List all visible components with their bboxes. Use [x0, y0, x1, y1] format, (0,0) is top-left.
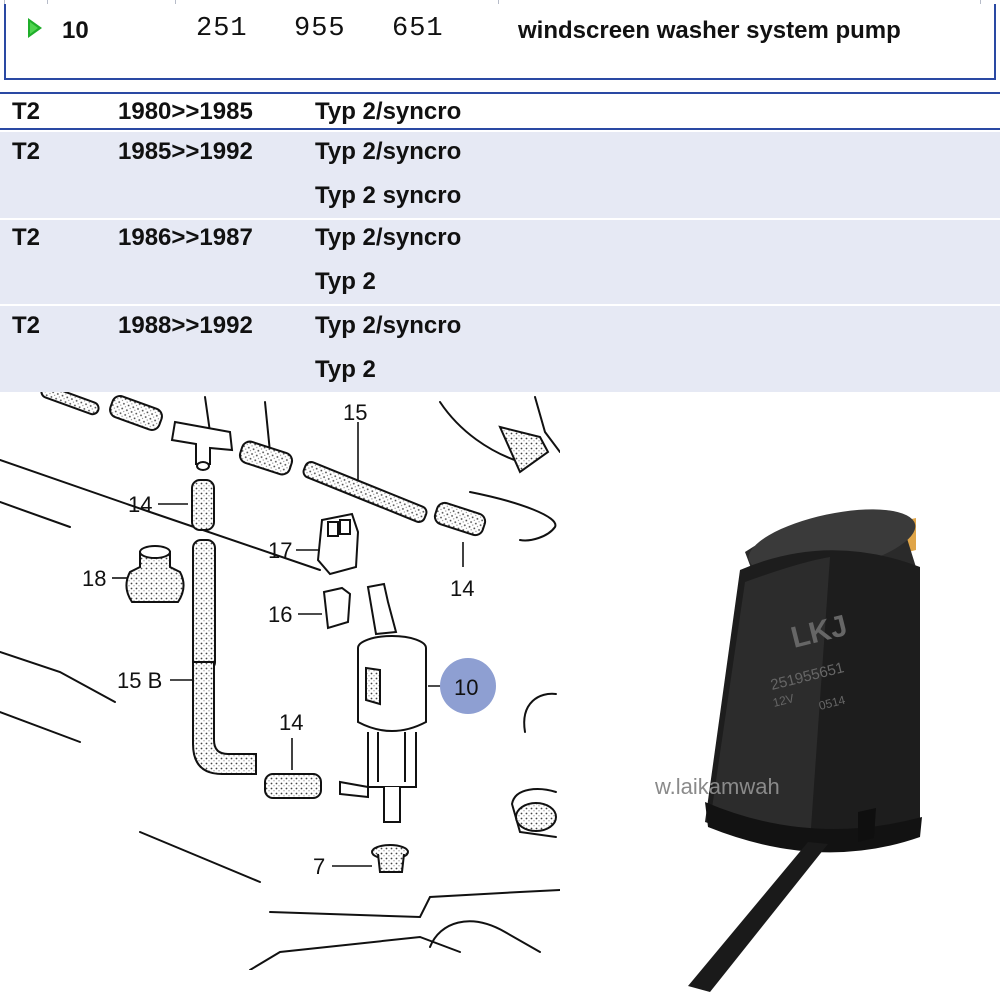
part-description: windscreen washer system pump: [518, 17, 901, 44]
applications-table: T2 1980>>1985 Typ 2/syncro T2 1985>>1992…: [0, 92, 1000, 392]
type-cell: Typ 2/syncro: [315, 98, 462, 125]
printed-code: 0514: [817, 693, 847, 713]
plug-part-16: [322, 586, 352, 630]
grommet-part-7: [371, 844, 409, 873]
watermark-text: w.laikamwah: [654, 774, 780, 799]
callout-label: 14: [279, 710, 303, 735]
callout-label: 15: [343, 400, 367, 425]
row-divider: [0, 304, 1000, 306]
pump-body: [688, 509, 922, 992]
type-cell: Typ 2/syncro: [315, 224, 462, 251]
washer-fitting: [498, 425, 557, 832]
callout-label: 7: [313, 854, 325, 879]
callout-label: 10: [454, 675, 478, 700]
years-cell: 1980>>1985: [118, 98, 253, 125]
printed-voltage: 12V: [771, 691, 795, 710]
connector-part-17: [316, 512, 360, 576]
application-row[interactable]: T2 1988>>1992 Typ 2/syncro Typ 2: [0, 306, 1000, 392]
model-cell: T2: [12, 224, 41, 251]
application-row[interactable]: T2 1985>>1992 Typ 2/syncro Typ 2 syncro: [0, 132, 1000, 218]
type-cell: Typ 2/syncro: [315, 312, 462, 339]
years-cell: 1985>>1992: [118, 138, 253, 165]
row-divider: [0, 218, 1000, 220]
part-row[interactable]: 10 251 955 651 windscreen washer system …: [4, 4, 996, 80]
callout-label: 14: [128, 492, 152, 517]
part-number: 251 955 651: [196, 14, 444, 44]
hoses: [40, 392, 487, 799]
type-cell: Typ 2: [315, 268, 376, 295]
t-connector: [170, 420, 234, 471]
callout-label: 15 B: [117, 668, 162, 693]
application-row[interactable]: T2 1986>>1987 Typ 2/syncro Typ 2: [0, 220, 1000, 304]
part-header: 10 251 955 651 windscreen washer system …: [0, 0, 1000, 88]
grommet-part-18: [125, 545, 185, 603]
model-cell: T2: [12, 312, 41, 339]
highlight-bubble[interactable]: [440, 658, 496, 714]
application-row[interactable]: T2 1980>>1985 Typ 2/syncro: [0, 92, 1000, 130]
diagram-linework: [0, 396, 560, 970]
years-cell: 1988>>1992: [118, 312, 253, 339]
type-cell: Typ 2/syncro: [315, 138, 462, 165]
model-cell: T2: [12, 138, 41, 165]
pump-part-10: [339, 582, 427, 823]
type-cell: Typ 2: [315, 356, 376, 383]
exploded-parts-diagram: 15 14 17 18 14 16 15 B 10 14 7: [0, 392, 560, 970]
callout-label: 18: [82, 566, 106, 591]
part-position: 10: [62, 17, 89, 44]
callout-label: 17: [268, 538, 292, 563]
callout-leaders: [112, 422, 464, 867]
type-cell: Typ 2 syncro: [315, 182, 462, 209]
years-cell: 1986>>1987: [118, 224, 253, 251]
pump-product-photo: LKJ 251955651 12V 0514 w.laikamwah: [560, 392, 1000, 1000]
callout-label: 14: [450, 576, 474, 601]
callout-label: 16: [268, 602, 292, 627]
model-cell: T2: [12, 98, 41, 125]
play-icon[interactable]: [28, 18, 42, 38]
